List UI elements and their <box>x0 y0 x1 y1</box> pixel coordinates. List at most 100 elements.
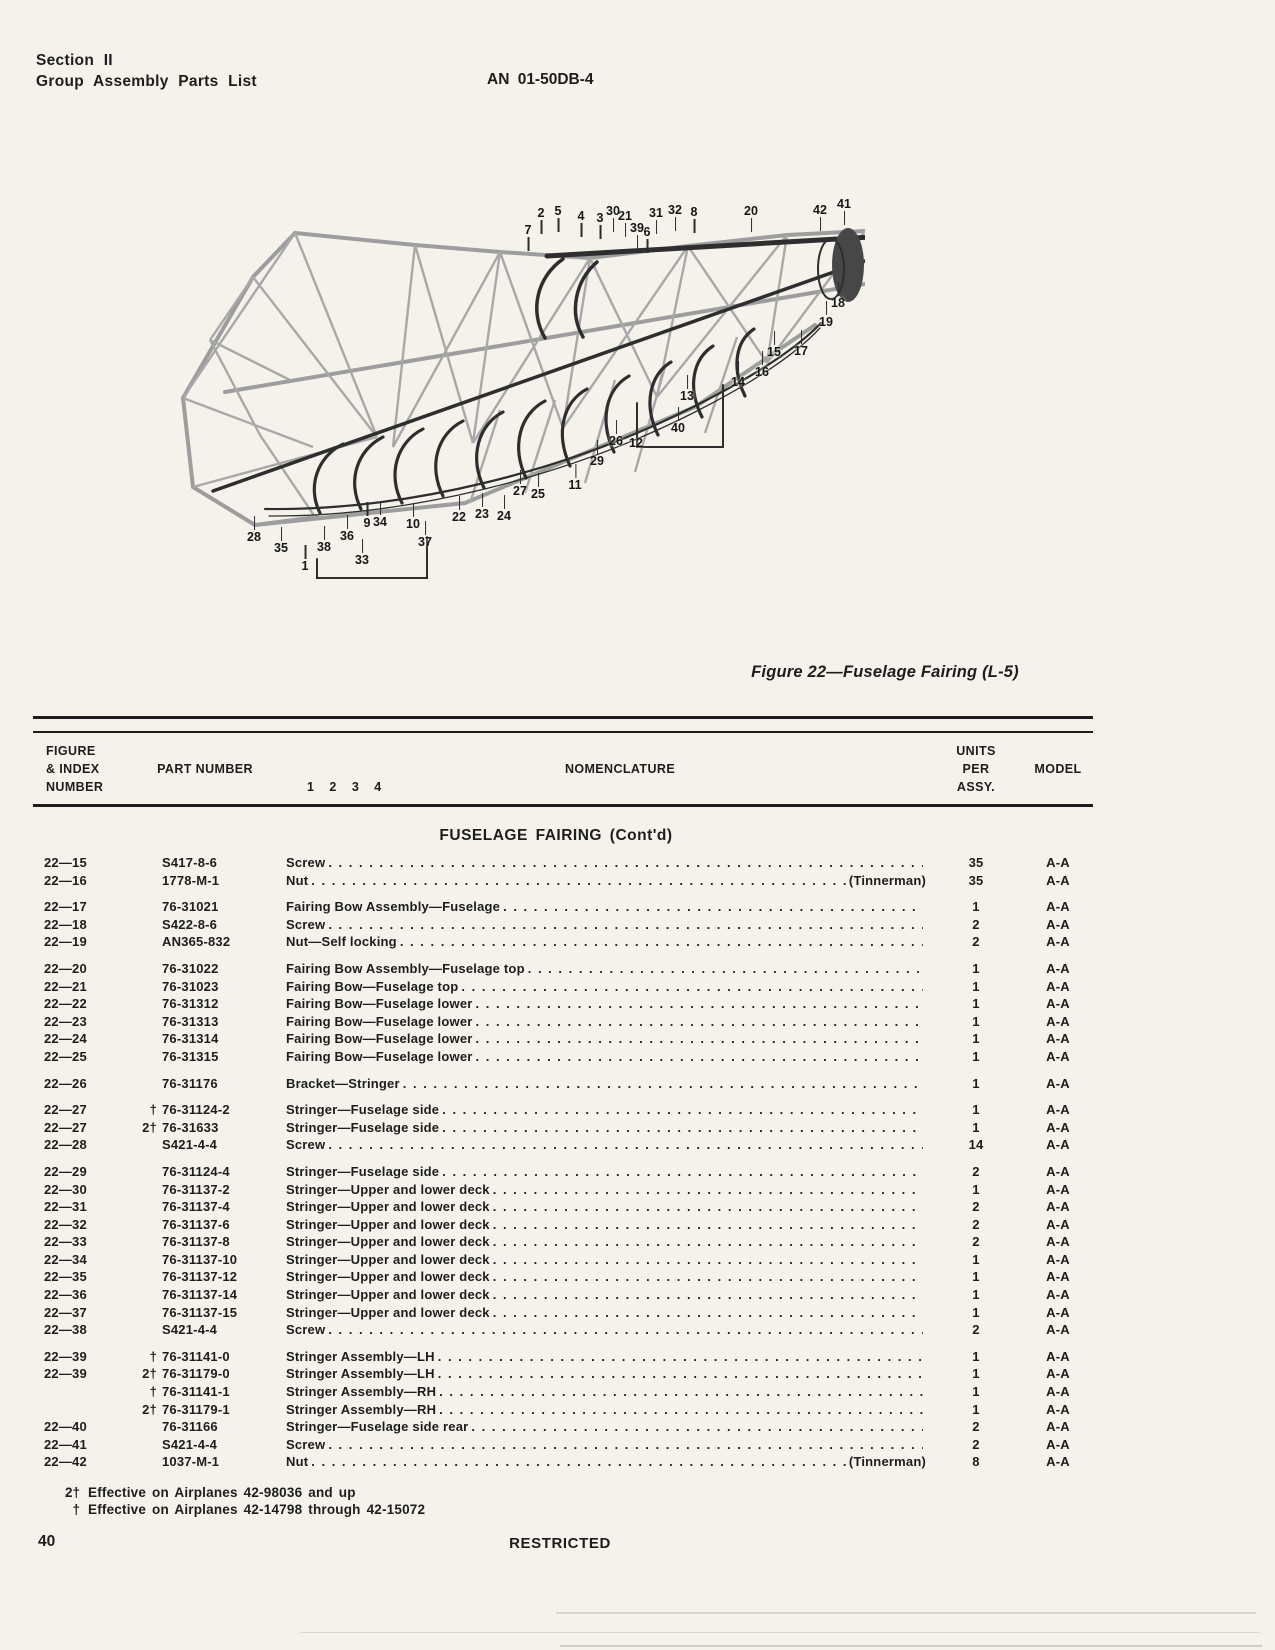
section-label: Section II <box>36 52 113 69</box>
table-row: 22—29 76-31124-4 Stringer—Fuselage side 2 A-… <box>0 1163 1275 1181</box>
nomenclature-text: Stringer—Fuselage side <box>286 1102 440 1118</box>
figure-index-cell: 22—28 <box>44 1137 87 1153</box>
nomenclature-cell: Fairing Bow—Fuselage top <box>286 978 926 996</box>
part-number-cell: 76-31179-0 <box>162 1366 230 1382</box>
units-cell: 1 <box>972 1348 980 1364</box>
model-cell: A-A <box>1046 916 1070 932</box>
nomenclature-text: Stringer—Fuselage side <box>286 1163 440 1179</box>
dot-leader <box>476 1048 923 1066</box>
part-number-cell: 1037-M-1 <box>162 1454 220 1470</box>
nomenclature-text: Stringer—Upper and lower deck <box>286 1199 490 1215</box>
dot-leader <box>328 854 923 872</box>
figure-caption: Figure 22—Fuselage Fairing (L-5) <box>751 663 1019 681</box>
model-cell: A-A <box>1046 1163 1070 1179</box>
nomenclature-cell: Fairing Bow—Fuselage lower <box>286 1048 926 1066</box>
diagram-callout: 32 <box>668 203 682 232</box>
nomenclature-cell: Screw <box>286 916 926 934</box>
dot-leader <box>476 1030 923 1048</box>
effectivity-dagger: † <box>149 1348 157 1364</box>
nomenclature-cell: Fairing Bow—Fuselage lower <box>286 995 926 1013</box>
part-number-cell: 76-31137-15 <box>162 1304 238 1320</box>
nomenclature-cell: Fairing Bow Assembly—Fuselage top <box>286 960 926 978</box>
nomenclature-cell: Stringer—Fuselage side rear <box>286 1418 926 1436</box>
nomenclature-text: Screw <box>286 1322 326 1338</box>
diagram-callout: 24 <box>497 494 511 523</box>
nomenclature-cell: Fairing Bow—Fuselage lower <box>286 1030 926 1048</box>
part-number-cell: 76-31137-8 <box>162 1234 230 1250</box>
part-number-cell: 76-31137-2 <box>162 1181 230 1197</box>
figure-index-cell: 22—36 <box>44 1287 87 1303</box>
nomenclature-cell: Fairing Bow—Fuselage lower <box>286 1013 926 1031</box>
dot-leader <box>528 960 923 978</box>
figure-index-cell: 22—26 <box>44 1075 87 1091</box>
parts-table-body: 22—15S417-8-6Screw35A-A22—161778-M-1Nut(… <box>0 854 1275 1480</box>
col-header-indenture-levels: 1 2 3 4 <box>307 780 388 794</box>
dot-leader <box>400 933 923 951</box>
figure-index-cell <box>44 1383 116 1401</box>
figure-index-cell: 22—16 <box>44 872 87 888</box>
units-cell: 2 <box>972 1163 980 1179</box>
nomenclature-cell: Stringer Assembly—LH <box>286 1365 926 1383</box>
effectivity-dagger <box>116 1436 162 1454</box>
figure-index-cell: 22—39 <box>44 1348 87 1364</box>
dot-leader <box>442 1101 923 1119</box>
diagram-callout: 12 <box>629 421 643 450</box>
figure-index-cell: 22—39 <box>44 1366 87 1382</box>
diagram-callout: 37 <box>418 520 432 549</box>
dot-leader <box>438 1365 923 1383</box>
diagram-callout: 28 <box>247 515 261 544</box>
model-cell: A-A <box>1046 1031 1070 1047</box>
diagram-callout: 38 <box>317 525 331 554</box>
dot-leader <box>442 1119 923 1137</box>
figure-index-cell <box>44 1401 116 1419</box>
units-cell: 2 <box>972 916 980 932</box>
effectivity-dagger <box>116 1075 162 1093</box>
part-number-cell: 76-31124-4 <box>162 1163 230 1179</box>
effectivity-dagger <box>116 1286 162 1304</box>
units-cell: 35 <box>968 855 984 870</box>
units-cell: 2 <box>972 1322 980 1338</box>
diagram-callout: 16 <box>755 350 769 379</box>
model-cell: A-A <box>1046 1384 1070 1400</box>
diagram-callout: 36 <box>340 514 354 543</box>
dot-leader <box>461 978 923 996</box>
model-cell: A-A <box>1046 1119 1070 1135</box>
part-number-cell: 76-31022 <box>162 960 219 976</box>
nomenclature-text: Fairing Bow Assembly—Fuselage top <box>286 960 525 976</box>
dot-leader <box>328 1436 923 1454</box>
dot-leader <box>328 1321 923 1339</box>
figure-index-cell: 22—29 <box>44 1163 87 1179</box>
effectivity-dagger <box>116 1198 162 1216</box>
section-subtitle: Group Assembly Parts List <box>36 73 257 90</box>
diagram-callout: 33 <box>355 538 369 567</box>
nomenclature-text: Stringer—Upper and lower deck <box>286 1251 490 1267</box>
units-cell: 1 <box>972 1102 980 1118</box>
part-number-cell: 76-31137-10 <box>162 1251 238 1267</box>
diagram-callout: 23 <box>475 492 489 521</box>
units-cell: 1 <box>972 978 980 994</box>
nomenclature-text: Stringer Assembly—RH <box>286 1401 437 1417</box>
nomenclature-text: Stringer Assembly—RH <box>286 1384 437 1400</box>
model-cell: A-A <box>1046 1436 1070 1452</box>
nomenclature-cell: Stringer Assembly—RH <box>286 1401 926 1419</box>
effectivity-dagger <box>116 1453 162 1471</box>
nomenclature-text: Stringer—Upper and lower deck <box>286 1269 490 1285</box>
units-cell: 1 <box>972 1251 980 1267</box>
doc-number: AN 01-50DB-4 <box>487 71 594 88</box>
dot-leader <box>471 1418 923 1436</box>
model-cell: A-A <box>1046 1216 1070 1232</box>
header-section-block: Section II Group Assembly Parts List <box>36 50 257 92</box>
